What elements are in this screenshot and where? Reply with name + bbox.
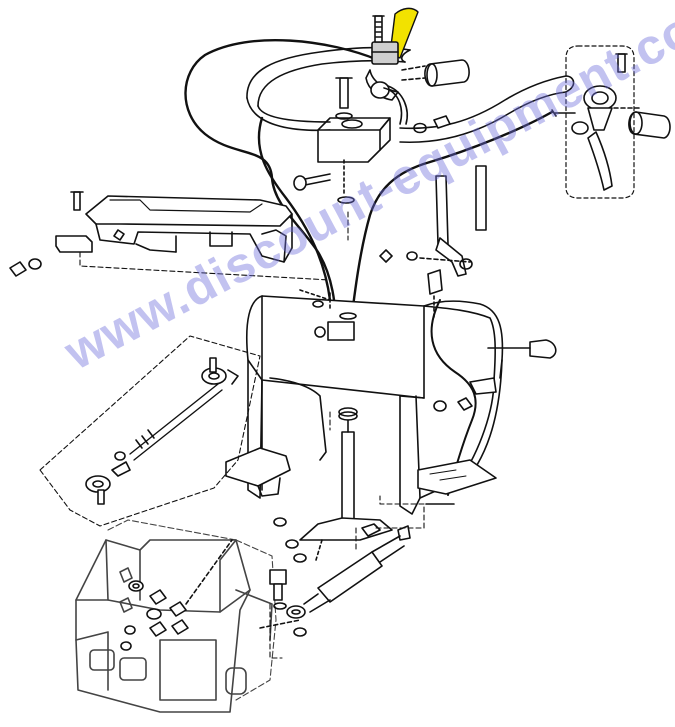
- main-frame: [225, 289, 557, 515]
- lower-control-cable-side: [430, 299, 477, 496]
- leader-lines: [269, 211, 357, 659]
- steering-column: [273, 411, 425, 563]
- housing-fasteners: [120, 539, 233, 651]
- steering-support-bracket: [293, 77, 451, 204]
- highlighted-control-lever: [365, 7, 419, 125]
- gas-spring: [259, 535, 405, 637]
- column-washers: [312, 300, 358, 417]
- control-console: [9, 191, 331, 281]
- shift-rod: [379, 165, 487, 319]
- left-grip: [401, 59, 470, 87]
- handlebar: [246, 46, 575, 144]
- right-grip: [628, 111, 671, 139]
- detail-clutch-lever: [551, 45, 641, 199]
- tie-rod-assembly: [39, 335, 261, 527]
